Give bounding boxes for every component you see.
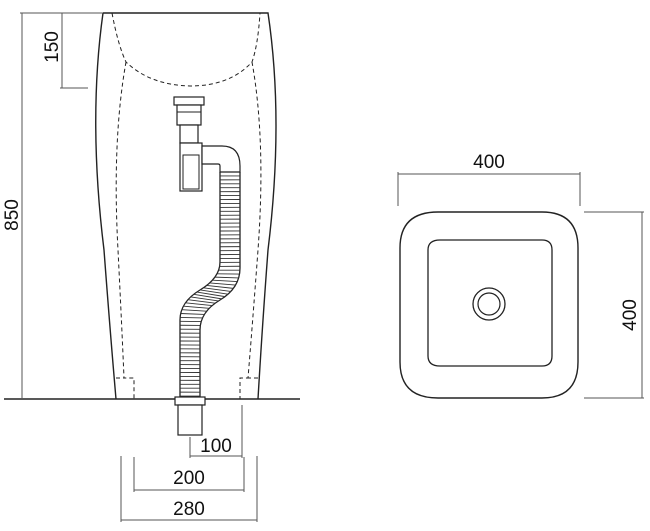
dim-100: 100 <box>189 405 243 458</box>
pipe-rib <box>214 276 239 279</box>
plan-view: 400 400 <box>397 152 644 399</box>
dim-400-depth: 400 <box>584 211 644 399</box>
flexible-waste-pipe <box>179 172 241 400</box>
pipe-rib <box>181 309 207 312</box>
waste-outlet <box>173 96 205 144</box>
pipe-rib <box>203 287 231 292</box>
pipe-rib <box>185 302 213 307</box>
dim-850: 850 <box>2 12 60 398</box>
dim-400-width-label: 400 <box>473 152 505 173</box>
pipe-rib <box>190 296 219 302</box>
dim-400-depth-label: 400 <box>620 299 641 331</box>
pipe-rib <box>180 313 205 315</box>
pipe-rib <box>206 285 234 289</box>
pipe-rib <box>183 305 210 309</box>
dim-200: 200 <box>133 457 245 492</box>
pipe-rib <box>209 282 236 286</box>
dim-100-label: 100 <box>200 436 232 457</box>
dim-200-label: 200 <box>173 468 205 489</box>
plan-outer-outline <box>399 211 579 399</box>
pipe-rib <box>212 279 238 283</box>
pipe-rib <box>196 291 226 298</box>
floor-spigot <box>174 396 206 436</box>
plan-drain <box>472 287 506 321</box>
inner-wall-right-hidden <box>239 61 262 399</box>
dim-150: 150 <box>42 12 103 89</box>
pedestal-outline <box>95 12 277 400</box>
basin-hidden-line <box>111 12 261 87</box>
dim-850-label: 850 <box>2 199 23 231</box>
dim-150-label: 150 <box>42 31 63 63</box>
inner-wall-left-hidden <box>115 61 135 399</box>
siphon-trap <box>179 142 241 192</box>
pipe-rib <box>200 289 229 295</box>
plan-basin-outline <box>427 239 553 367</box>
pipe-rib <box>187 299 216 304</box>
pipe-rib <box>193 293 222 300</box>
dim-280-label: 280 <box>173 499 205 520</box>
dim-400-width: 400 <box>397 152 581 206</box>
pipe-rib <box>180 316 203 319</box>
front-elevation: 150 850 100 200 280 <box>2 12 300 522</box>
dim-280: 280 <box>120 456 258 522</box>
